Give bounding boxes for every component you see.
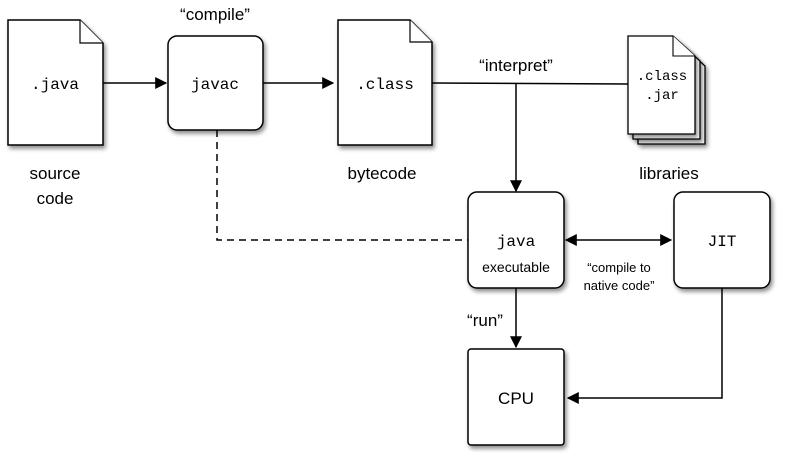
captions: source code bytecode libraries [29,164,698,208]
file-fold [672,36,695,57]
run-annotation: “run” [467,311,503,330]
java-box [467,191,565,289]
file-fold [409,20,432,43]
cpu-label: CPU [498,389,534,408]
edge-jit-to-cpu [566,288,723,404]
source-caption-line2: code [37,189,74,208]
library-file-line1: .class [637,69,687,85]
cpu-box [467,348,565,446]
native-code-annotation-line2: native code” [584,278,655,293]
cpu-node: CPU [467,348,565,446]
jit-node: JIT [673,191,771,289]
javac-node: javac [167,35,264,131]
libraries-caption: libraries [639,164,699,183]
library-file-line2: .jar [645,88,679,104]
file-fold [79,20,103,44]
file-icon [337,19,433,146]
edge-class-to-libraries [431,82,629,85]
source-caption-line1: source [29,164,80,183]
java-executable-node: java executable [467,191,565,289]
bytecode-caption: bytecode [348,164,417,183]
executable-label: executable [482,259,550,275]
edge-javac-to-java-dashed [216,130,468,241]
javac-box [167,35,264,131]
libraries-node: .class .jar [627,35,706,145]
java-label: java [497,233,536,251]
native-code-annotation-line1: “compile to [587,260,651,275]
annotations: “compile” “interpret” “run” “compile to … [180,5,654,330]
interpret-annotation: “interpret” [479,56,553,75]
source-file-label: .java [31,76,79,94]
library-file-front [627,35,696,135]
edges [103,77,723,404]
class-file-label: .class [356,76,414,94]
jit-box [673,191,771,289]
jit-label: JIT [708,233,737,251]
class-file-node: .class [337,19,433,146]
javac-label: javac [191,76,239,94]
compile-annotation: “compile” [180,5,250,24]
source-file-node: .java [7,19,104,146]
file-icon [7,19,104,146]
